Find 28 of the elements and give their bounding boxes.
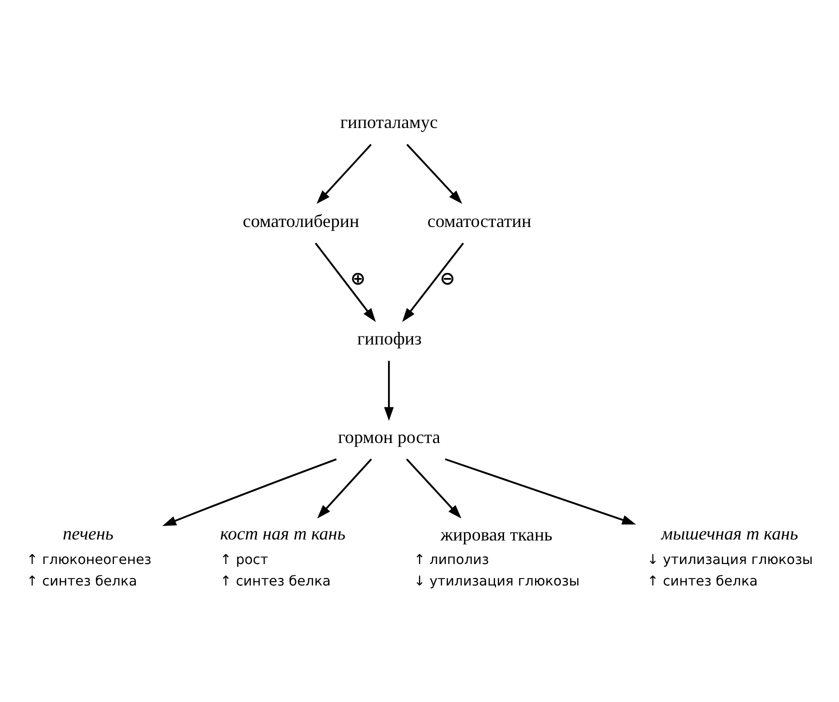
node-text: соматолиберин (242, 210, 360, 231)
node-label: ↓ утилизация глюкозы (647, 552, 813, 568)
arrow (406, 458, 462, 518)
node-label: ↑ липолиз (414, 552, 489, 568)
node-label: ↑ глюконеогенез (26, 552, 152, 568)
arrow (384, 360, 394, 421)
arrow (402, 242, 464, 322)
node-label: ↑ синтез белка (220, 574, 331, 590)
node-label: ↓ утилизация глюкозы (414, 574, 580, 590)
arrow (316, 144, 372, 204)
node-text: гормон роста (338, 427, 440, 448)
node-label: ↑ рост (220, 552, 268, 568)
node-text: гипоталамус (340, 112, 438, 132)
node-text: мышечная т кань (661, 523, 798, 544)
node-text: гипофиз (357, 328, 422, 349)
arrow (162, 458, 337, 526)
node-label: ↑ синтез белка (647, 574, 758, 590)
arrow (444, 458, 636, 525)
node-text: печень (62, 523, 114, 544)
edge-label: ⊕ (350, 268, 366, 290)
arrow (314, 242, 376, 322)
node-text: соматостатин (427, 210, 532, 231)
node-text: жировая ткань (440, 524, 552, 544)
node-label: ↑ синтез белка (26, 574, 138, 590)
arrow (406, 144, 462, 204)
edge-label: ⊖ (440, 268, 456, 290)
arrow (317, 458, 372, 518)
node-text: кост ная т кань (220, 523, 346, 544)
